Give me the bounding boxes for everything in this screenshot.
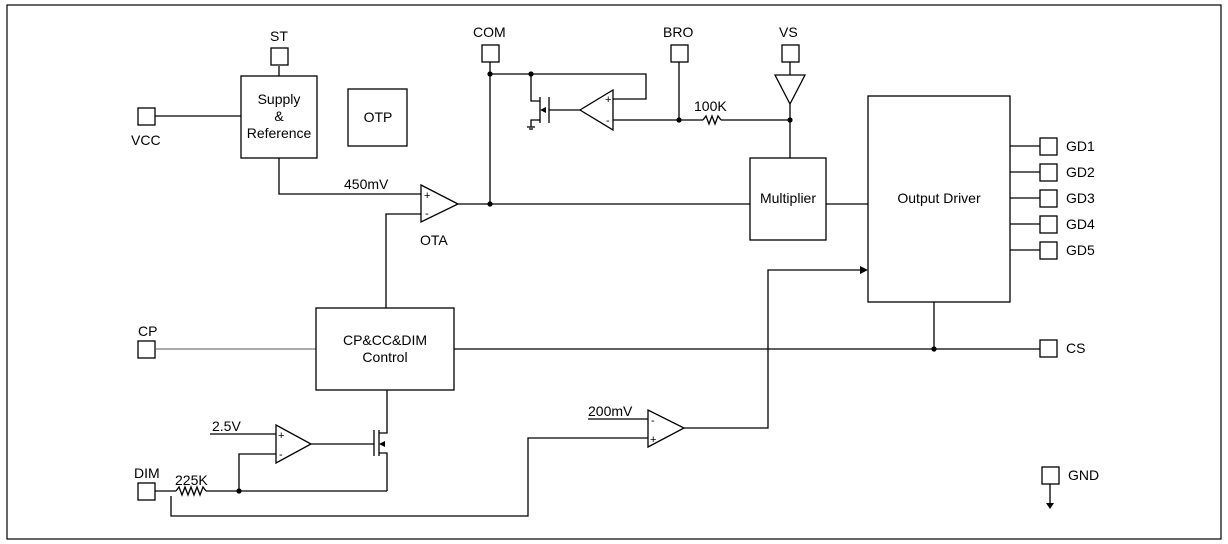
pin-gd1 — [1039, 137, 1058, 156]
pin-vcc-label: VCC — [131, 132, 161, 148]
cs-comp-plus-sign: + — [650, 434, 656, 446]
multiplier-block: Multiplier — [749, 157, 827, 241]
pin-st-label: ST — [270, 28, 288, 44]
pin-bro-label: BRO — [663, 24, 693, 40]
ref-450mv-label: 450mV — [344, 176, 389, 192]
ota-minus-sign: - — [425, 208, 429, 220]
pin-gd2-label: GD2 — [1066, 164, 1095, 180]
pin-gd5-label: GD5 — [1066, 242, 1095, 258]
dim-comparator — [275, 423, 313, 465]
pin-gd4-label: GD4 — [1066, 216, 1095, 232]
pin-gd5 — [1039, 241, 1058, 260]
pin-gnd-label: GND — [1068, 467, 1099, 483]
mosfet-com-icon — [539, 97, 550, 123]
otp-block: OTP — [347, 88, 408, 147]
dim-comp-minus-sign: - — [279, 449, 283, 461]
pin-cp-label: CP — [138, 323, 157, 339]
pin-vcc — [137, 107, 156, 126]
junctions — [236, 71, 937, 494]
cs-comp-minus-sign: - — [651, 415, 655, 427]
pin-gd3 — [1039, 189, 1058, 208]
pin-gd2 — [1039, 163, 1058, 182]
bro-comp-minus-sign: - — [606, 115, 610, 127]
pin-gd3-label: GD3 — [1066, 190, 1095, 206]
output-driver-input-arrow — [860, 266, 868, 274]
dim-comp-plus-sign: + — [278, 430, 284, 442]
svg-text:Control: Control — [362, 349, 407, 365]
pin-vs-label: VS — [779, 24, 798, 40]
pin-cs-label: CS — [1066, 340, 1085, 356]
mosfet-arrow-bottom — [379, 441, 385, 447]
ground-small-icon — [527, 126, 535, 130]
pin-gnd — [1041, 466, 1060, 485]
pin-bro — [670, 44, 689, 63]
bro-comparator — [578, 88, 614, 132]
ref-2v5-label: 2.5V — [212, 418, 241, 434]
svg-text:Output Driver: Output Driver — [897, 190, 981, 206]
pin-dim-label: DIM — [134, 465, 160, 481]
resistor-225k-icon — [175, 485, 207, 497]
svg-text:Multiplier: Multiplier — [760, 190, 816, 206]
wires — [155, 62, 1051, 517]
ota-amplifier — [420, 183, 460, 224]
pin-cp — [137, 340, 156, 359]
vs-buffer — [773, 74, 807, 106]
res-100k-label: 100K — [694, 98, 727, 114]
resistor-100k-icon — [702, 114, 722, 126]
pin-vs — [781, 44, 800, 63]
svg-text:&: & — [274, 108, 284, 124]
svg-text:OTP: OTP — [364, 109, 393, 125]
res-225k-label: 225K — [175, 472, 208, 488]
ref-200mv-label: 200mV — [588, 403, 633, 419]
ota-plus-sign: + — [424, 190, 430, 202]
svg-text:Reference: Reference — [247, 125, 312, 141]
pin-st — [270, 47, 289, 66]
pin-com-label: COM — [473, 24, 506, 40]
pin-cs — [1039, 339, 1058, 358]
svg-text:Supply: Supply — [258, 91, 301, 107]
supply-reference-block: Supply & Reference — [240, 75, 318, 159]
control-block: CP&CC&DIM Control — [315, 307, 455, 391]
mosfet-arrow-top — [540, 107, 546, 113]
ota-label: OTA — [420, 232, 448, 248]
cs-comparator — [647, 408, 686, 449]
pin-gd4 — [1039, 215, 1058, 234]
pin-dim — [137, 482, 156, 501]
output-driver-block: Output Driver — [867, 95, 1011, 303]
mosfet-dim-icon — [373, 430, 380, 456]
bro-comp-plus-sign: + — [605, 94, 611, 106]
pin-com — [481, 44, 500, 63]
svg-text:CP&CC&DIM: CP&CC&DIM — [343, 332, 427, 348]
gnd-arrow-icon — [1046, 503, 1054, 509]
pin-gd1-label: GD1 — [1066, 138, 1095, 154]
diagram-border — [6, 4, 1222, 540]
